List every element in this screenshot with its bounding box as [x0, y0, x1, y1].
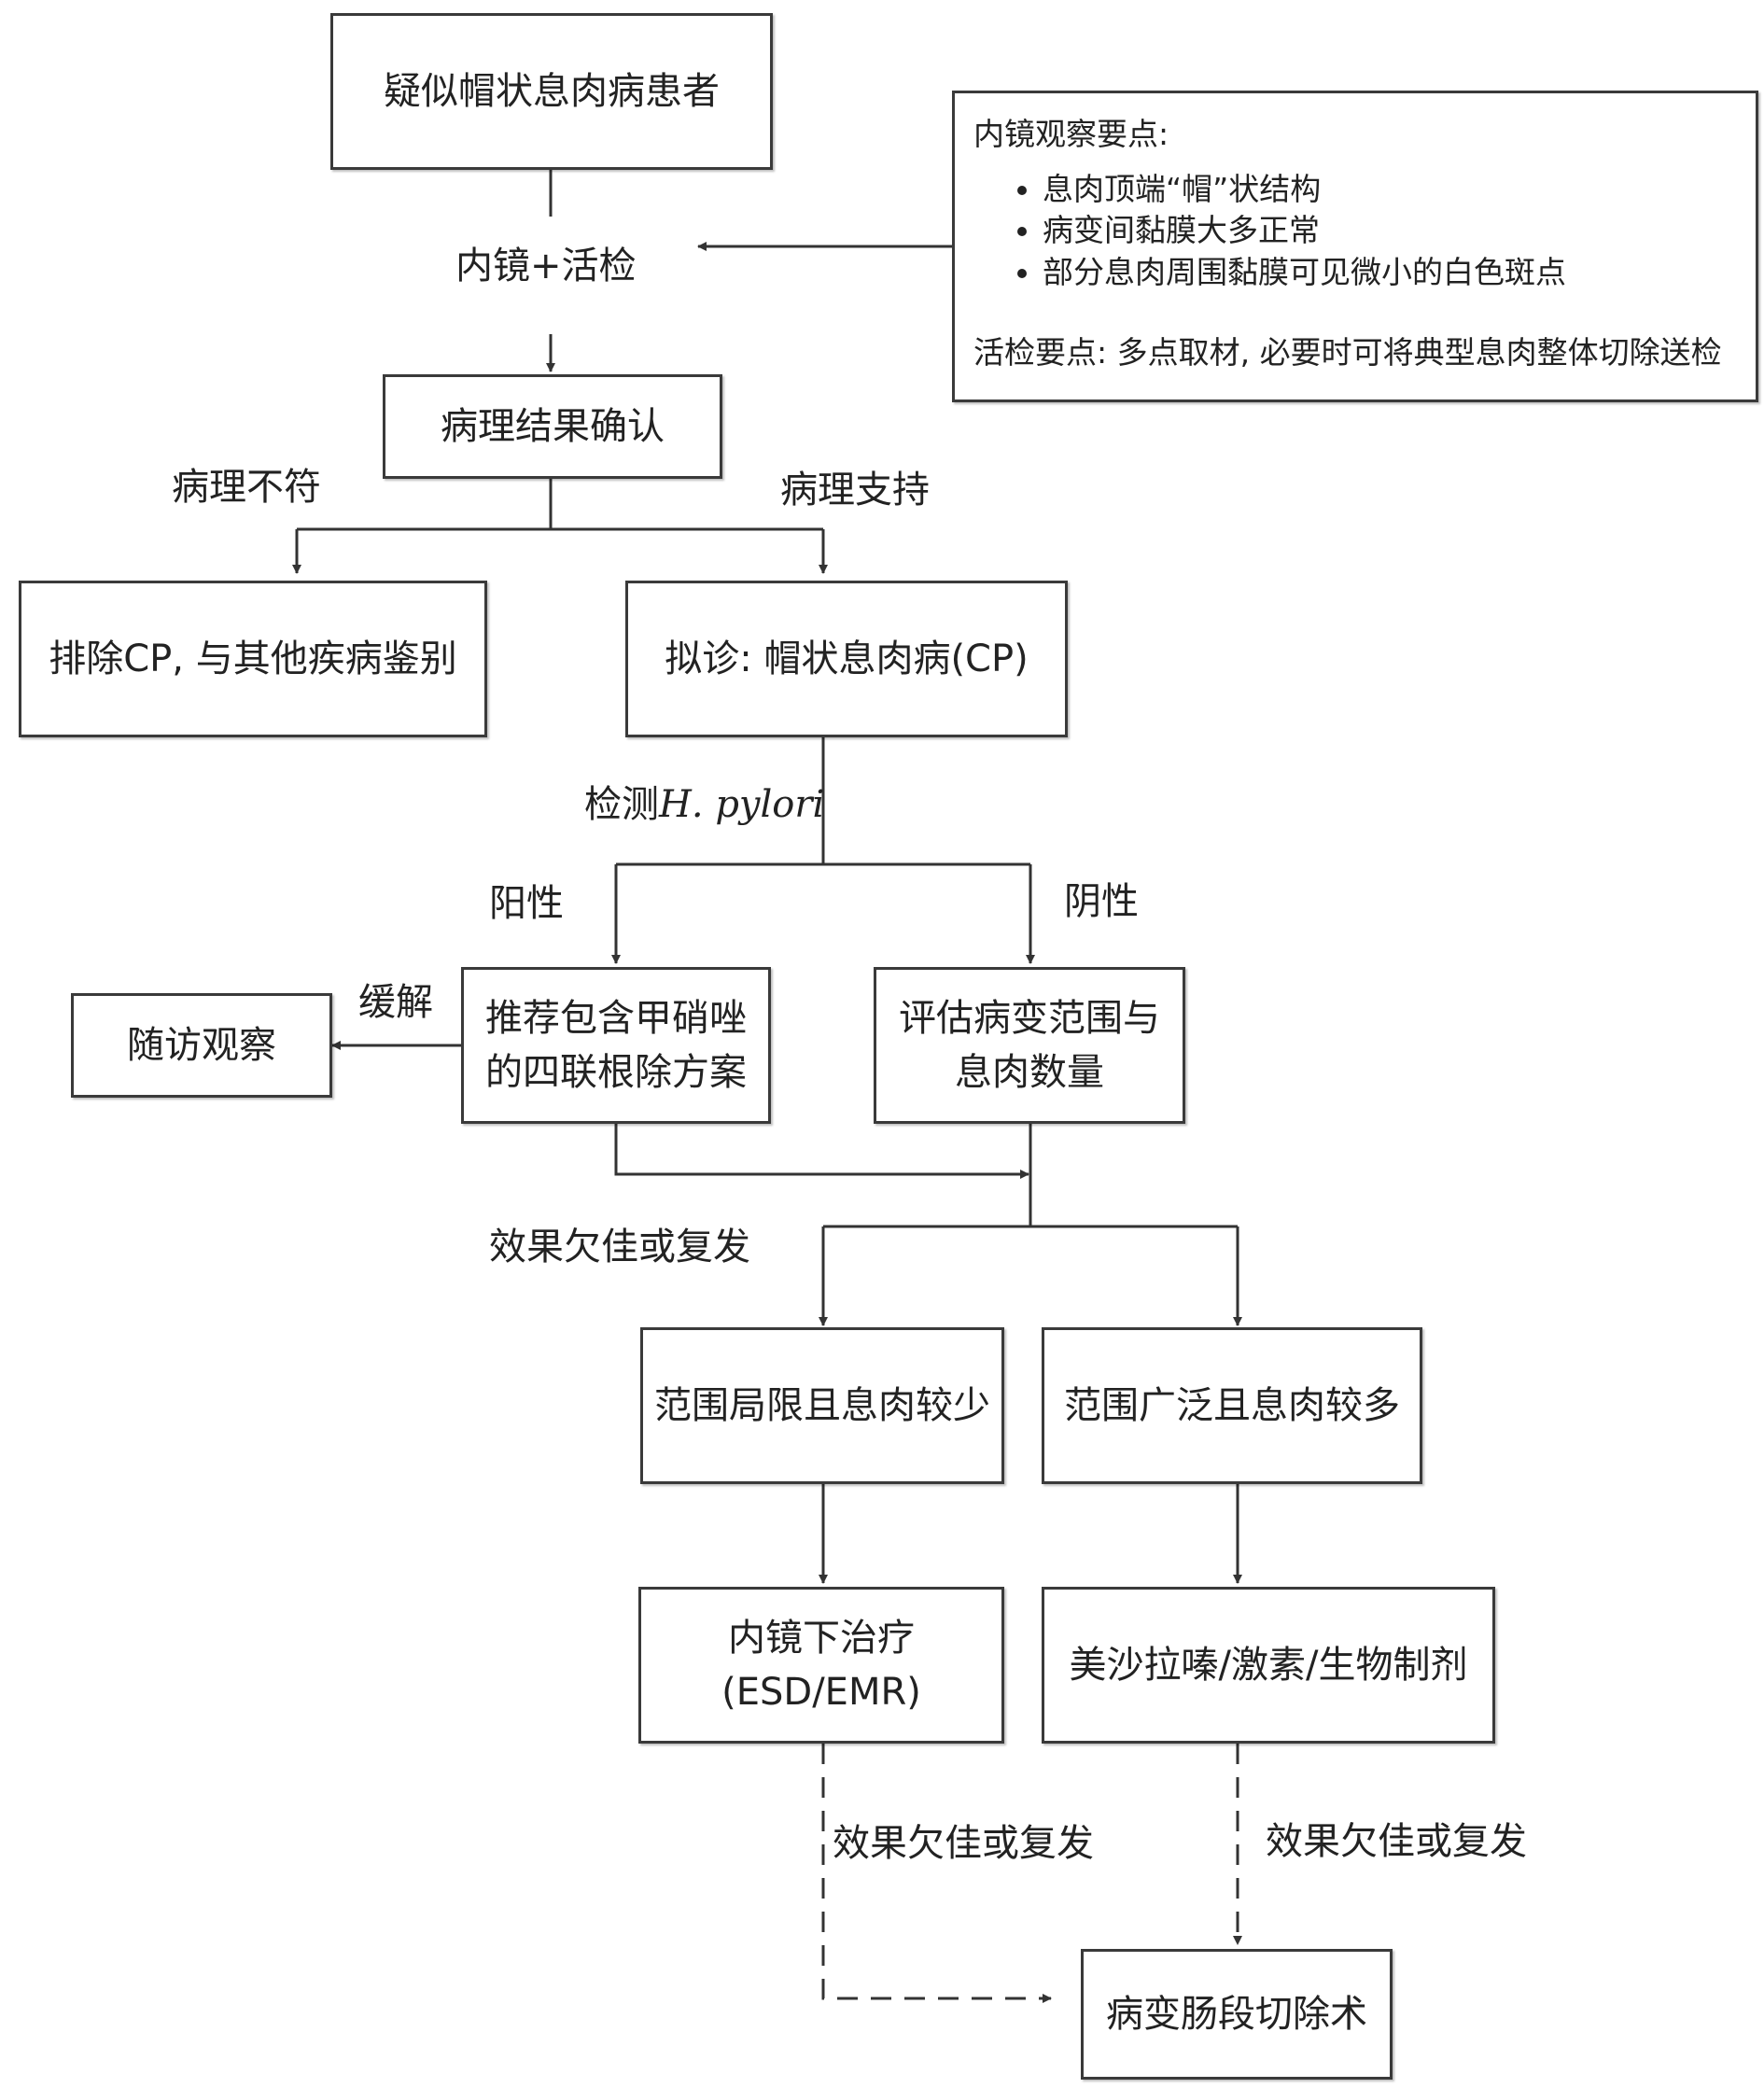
node-limited-extent: 范围局限且息肉较少: [640, 1327, 1004, 1484]
connector-hp-split: [616, 737, 1030, 866]
node-eradication-regimen: 推荐包含甲硝唑 的四联根除方案: [461, 967, 771, 1124]
node-extensive-text: 范围广泛且息肉较多: [1064, 1384, 1400, 1427]
label-pathology-support: 病理支持: [780, 469, 930, 511]
node-eradication-line2: 的四联根除方案: [485, 1051, 747, 1094]
label-negative: 阴性: [1064, 880, 1139, 923]
note-biopsy-points: 活检要点: 多点取材, 必要时可将典型息肉整体切除送检: [973, 334, 1722, 371]
node-eradication-line1: 推荐包含甲硝唑: [485, 997, 747, 1040]
note-bullet: 部分息肉周围黏膜可见微小的白色斑点: [1043, 252, 1737, 294]
label-remission: 缓解: [358, 981, 433, 1024]
label-hp-test-prefix: 检测: [584, 783, 659, 826]
connector-pathology-split: [297, 478, 823, 531]
connector-evaluate-split: [823, 1124, 1238, 1228]
label-hp-organism: H. pylori: [659, 783, 825, 826]
node-endo-treat-line1: 内镜下治疗: [728, 1617, 915, 1660]
label-hp-test: 检测H. pylori: [584, 786, 824, 823]
node-follow-up-text: 随访观察: [127, 1024, 276, 1067]
node-suspected-patient: 疑似帽状息肉病患者: [330, 13, 773, 170]
node-exclude-text: 排除CP, 与其他疾病鉴别: [49, 638, 457, 680]
node-evaluate-line2: 息肉数量: [955, 1051, 1104, 1094]
label-poor-effect-right: 效果欠佳或复发: [1266, 1820, 1527, 1863]
node-evaluate-extent: 评估病变范围与 息肉数量: [874, 967, 1185, 1124]
node-limited-text: 范围局限且息肉较少: [654, 1384, 990, 1427]
note-bullet: 病变间黏膜大多正常: [1043, 210, 1737, 252]
node-suspected-text: 疑似帽状息肉病患者: [384, 70, 720, 113]
label-positive: 阳性: [489, 882, 564, 925]
label-pathology-mismatch: 病理不符: [172, 466, 321, 509]
node-endoscopic-treatment: 内镜下治疗 (ESD/EMR): [638, 1587, 1004, 1744]
node-segmental-resection: 病变肠段切除术: [1081, 1949, 1393, 2080]
node-exclude-cp: 排除CP, 与其他疾病鉴别: [19, 581, 487, 737]
dashed-arrow-endo-to-resection: [821, 1744, 1052, 2003]
node-tentative-diagnosis: 拟诊: 帽状息肉病(CP): [625, 581, 1068, 737]
node-follow-up: 随访观察: [71, 993, 332, 1098]
label-poor-effect-main: 效果欠佳或复发: [489, 1226, 750, 1268]
node-extensive-extent: 范围广泛且息肉较多: [1042, 1327, 1422, 1484]
note-title: 内镜观察要点:: [973, 116, 1169, 152]
node-tentative-text: 拟诊: 帽状息肉病(CP): [665, 638, 1029, 680]
node-medical-therapy: 美沙拉嗪/激素/生物制剂: [1042, 1587, 1495, 1744]
note-bullet: 息肉顶端“帽”状结构: [1043, 169, 1737, 211]
node-pathology-text: 病理结果确认: [441, 405, 665, 448]
endoscopy-notes-box: 内镜观察要点: 息肉顶端“帽”状结构 病变间黏膜大多正常 部分息肉周围黏膜可见微…: [952, 91, 1758, 402]
node-drugs-text: 美沙拉嗪/激素/生物制剂: [1069, 1644, 1468, 1687]
node-endo-treat-line2: (ESD/EMR): [721, 1671, 921, 1714]
node-resection-text: 病变肠段切除术: [1106, 1993, 1367, 2036]
arrow-eradication-to-merge: [614, 1124, 1029, 1179]
label-poor-effect-left: 效果欠佳或复发: [833, 1822, 1094, 1865]
node-pathology-confirm: 病理结果确认: [383, 374, 722, 479]
note-bullet-list: 息肉顶端“帽”状结构 病变间黏膜大多正常 部分息肉周围黏膜可见微小的白色斑点: [973, 169, 1737, 294]
label-endoscopy-biopsy: 内镜+活检: [455, 245, 637, 287]
node-evaluate-line1: 评估病变范围与: [899, 997, 1160, 1040]
